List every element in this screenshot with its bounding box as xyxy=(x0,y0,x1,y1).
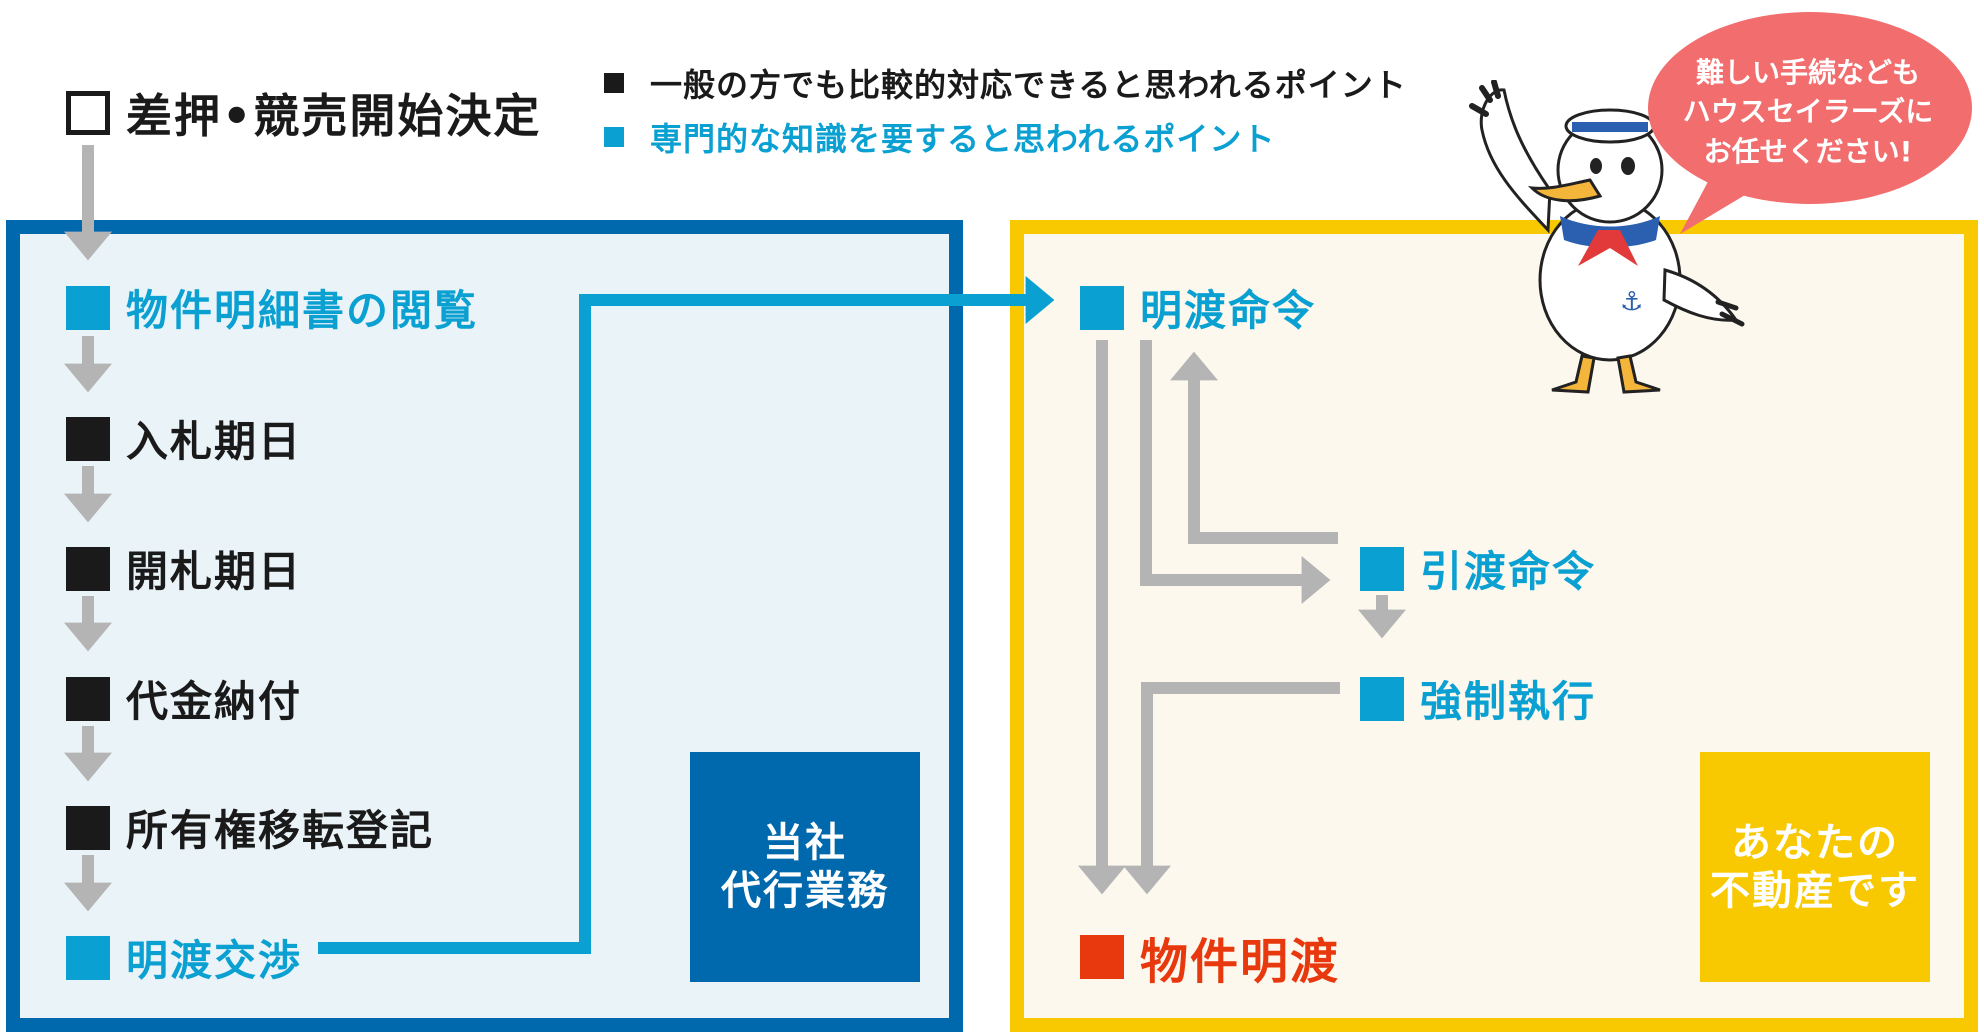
agency-service-tag: 当社 代行業務 xyxy=(690,752,920,982)
step-eviction-order: 明渡命令 xyxy=(1080,277,1316,338)
step-label: 物件明細書の閲覧 xyxy=(126,286,479,335)
your-property-tag: あなたの 不動産です xyxy=(1700,752,1930,982)
black-square-icon xyxy=(604,73,624,93)
blue-square-icon xyxy=(66,285,110,330)
step-property-handover: 物件明渡 xyxy=(1080,922,1340,992)
arrow-negotiation-to-order xyxy=(318,276,1055,954)
bubble-line3: お任せください! xyxy=(1703,134,1913,168)
step-label: 所有権移転登記 xyxy=(126,806,435,855)
step-handover-order: 引渡命令 xyxy=(1360,538,1596,599)
speech-bubble: 難しい手続なども ハウスセイラーズに お任せください! xyxy=(1648,12,1968,212)
seagull-mascot-icon: ⚓ xyxy=(1469,80,1745,394)
black-square-icon xyxy=(66,546,110,591)
speech-bubble-shape xyxy=(1648,12,1972,234)
black-square-icon xyxy=(66,676,110,721)
blue-square-icon xyxy=(1360,546,1404,591)
svg-text:⚓: ⚓ xyxy=(1620,287,1643,317)
step-bidding-date: 入札期日 xyxy=(66,408,302,469)
agency-tag-line1: 当社 xyxy=(763,820,847,866)
arrow-order-to-handover xyxy=(1140,340,1331,604)
agency-tag-line2: 代行業務 xyxy=(721,868,889,914)
step-property-review: 物件明細書の閲覧 xyxy=(66,277,478,338)
step-label: 引渡命令 xyxy=(1420,547,1597,596)
step-opening-date: 開札期日 xyxy=(66,538,302,599)
step-label: 代金納付 xyxy=(126,677,303,726)
black-square-icon xyxy=(66,416,110,461)
step-eviction-negotiation: 明渡交渉 xyxy=(66,927,302,988)
step-title-transfer: 所有権移転登記 xyxy=(66,797,434,858)
left-panel xyxy=(6,220,963,1032)
outline-square-icon xyxy=(66,91,110,135)
step-payment: 代金納付 xyxy=(66,668,302,729)
bubble-line2: ハウスセイラーズに xyxy=(1682,95,1934,129)
property-tag-line2: 不動産です xyxy=(1710,868,1920,914)
blue-square-icon xyxy=(1360,676,1404,721)
start-step-label: 差押•競売開始決定 xyxy=(126,89,542,143)
start-step: 差押•競売開始決定 xyxy=(66,80,541,146)
step-label: 明渡交渉 xyxy=(126,936,303,985)
blue-square-icon xyxy=(1080,285,1124,330)
step-label: 入札期日 xyxy=(126,417,303,466)
property-tag-line1: あなたの xyxy=(1731,820,1899,866)
black-square-icon xyxy=(66,805,110,850)
step-label: 明渡命令 xyxy=(1140,286,1317,335)
blue-square-icon xyxy=(66,935,110,980)
legend-general-label: 一般の方でも比較的対応できると思われるポイント xyxy=(650,66,1407,104)
arrow-handover-back-to-order xyxy=(1170,351,1338,544)
legend-specialist-label: 専門的な知識を要すると思われるポイント xyxy=(650,120,1276,158)
step-label: 物件明渡 xyxy=(1140,934,1341,990)
legend-general: 一般の方でも比較的対応できると思われるポイント xyxy=(604,60,1407,106)
step-enforcement: 強制執行 xyxy=(1360,668,1596,729)
blue-square-icon xyxy=(604,127,624,147)
red-square-icon xyxy=(1080,935,1124,979)
bubble-line1: 難しい手続なども xyxy=(1695,56,1920,90)
step-label: 強制執行 xyxy=(1420,677,1597,726)
step-label: 開札期日 xyxy=(126,547,303,596)
legend-specialist: 専門的な知識を要すると思われるポイント xyxy=(604,114,1275,160)
arrow-enforcement-to-final xyxy=(1123,682,1340,895)
